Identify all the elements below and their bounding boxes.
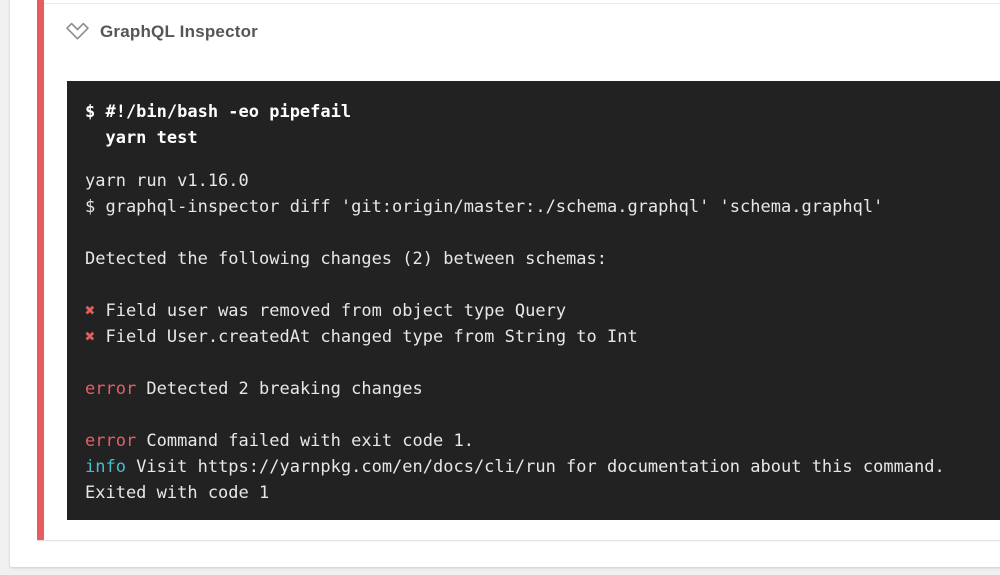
terminal-line [85, 402, 990, 428]
terminal-line: Exited with code 1 [85, 483, 270, 503]
terminal-line: ✖ Field User.createdAt changed type from… [85, 327, 638, 347]
step-top-divider [44, 3, 1000, 4]
terminal-command-lines: $ #!/bin/bash -eo pipefail yarn test [85, 102, 352, 148]
chevron-down-outline-icon[interactable] [64, 21, 91, 44]
terminal-line: info Visit https://yarnpkg.com/en/docs/c… [85, 457, 945, 477]
terminal-output[interactable]: $ #!/bin/bash -eo pipefail yarn test yar… [67, 81, 1000, 520]
terminal-line [85, 272, 990, 298]
terminal-line: yarn run v1.16.0 [85, 171, 249, 191]
build-step-card: GraphQL Inspector $ #!/bin/bash -eo pipe… [9, 0, 1000, 568]
terminal-line: error Detected 2 breaking changes [85, 379, 423, 399]
terminal-line [85, 220, 990, 246]
step-title: GraphQL Inspector [100, 22, 259, 41]
terminal-output-lines: yarn run v1.16.0 $ graphql-inspector diff… [85, 168, 990, 506]
terminal-line [85, 350, 990, 376]
failed-status-stripe [37, 0, 44, 541]
step-bottom-divider [37, 540, 1000, 541]
terminal-line: Detected the following changes (2) betwe… [85, 249, 607, 269]
terminal-line: $ graphql-inspector diff 'git:origin/mas… [85, 197, 884, 217]
step-header[interactable]: GraphQL Inspector [10, 4, 1000, 60]
terminal-line: error Command failed with exit code 1. [85, 431, 474, 451]
terminal-line: ✖ Field user was removed from object typ… [85, 301, 567, 321]
